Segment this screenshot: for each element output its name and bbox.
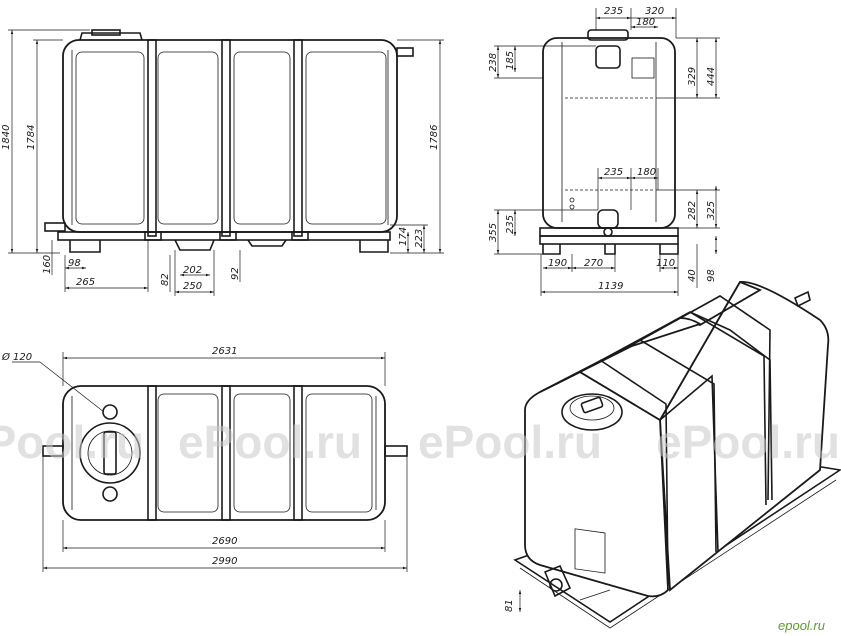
brand-logo: epool.ru (778, 618, 825, 633)
top-lid-circle (79, 422, 141, 484)
dim-82: 82 (160, 273, 171, 286)
side-view (539, 29, 679, 255)
dim-329: 329 (687, 67, 698, 86)
watermarks: ePool.ru ePool.ru ePool.ru ePool.ru (0, 416, 840, 468)
strap-1 (147, 39, 157, 237)
iso-outlet (793, 290, 811, 308)
dim-2990: 2990 (212, 556, 237, 567)
outlet-pipe (396, 47, 414, 57)
dim-270: 270 (584, 258, 603, 269)
side-body (542, 37, 676, 229)
watermark-1: ePool.ru (0, 416, 144, 468)
front-view (44, 29, 414, 253)
dim-2631: 2631 (212, 346, 237, 357)
dim-325: 325 (706, 201, 717, 220)
dim-81: 81 (504, 599, 515, 612)
dim-223: 223 (414, 229, 425, 248)
dim-190: 190 (548, 258, 567, 269)
watermark-4: ePool.ru (656, 416, 840, 468)
dim-202: 202 (183, 265, 202, 276)
iso-lid (561, 393, 623, 431)
drain-valve (44, 222, 66, 232)
tank-lid (79, 32, 143, 41)
top-view-dims: Ø 120 2631 2690 2990 (1, 346, 408, 572)
dim-235-low: 235 (505, 215, 516, 234)
dim-98: 98 (68, 258, 81, 269)
top-strap-2 (221, 385, 231, 521)
top-drain (42, 445, 64, 457)
dim-180-mid: 180 (637, 167, 656, 178)
strap-3 (293, 39, 303, 237)
watermark-2: ePool.ru (178, 416, 362, 468)
side-lid (587, 29, 629, 41)
dim-110: 110 (656, 258, 675, 269)
dim-444: 444 (706, 67, 717, 86)
iso-strap-3 (599, 359, 669, 587)
dim-238: 238 (488, 53, 499, 72)
side-view-dims: 235 320 180 238 185 329 444 235 180 282 … (488, 6, 720, 296)
dim-160: 160 (42, 255, 53, 274)
iso-view: 81 (504, 280, 841, 629)
dim-355: 355 (488, 223, 499, 242)
dim-235-top: 235 (604, 6, 623, 17)
dim-265: 265 (76, 277, 95, 288)
dim-180-top: 180 (636, 17, 655, 28)
iso-front (524, 370, 669, 598)
dim-250: 250 (183, 281, 202, 292)
dim-1786: 1786 (429, 125, 440, 150)
strap-2 (221, 39, 231, 237)
iso-strap-1 (579, 311, 773, 501)
dim-1139: 1139 (598, 281, 623, 292)
dim-1784: 1784 (26, 125, 37, 150)
top-strap-3 (293, 385, 303, 521)
dim-1840: 1840 (1, 125, 12, 150)
lid-cap (91, 29, 121, 36)
dim-92: 92 (230, 267, 241, 280)
brand-text: epool.ru (778, 618, 825, 633)
front-view-dims: 1840 1784 1786 174 223 160 98 265 82 202… (1, 29, 444, 296)
dim-282: 282 (687, 201, 698, 220)
top-outlet (384, 445, 408, 457)
iso-right-side (659, 281, 830, 592)
top-view (42, 385, 408, 521)
dim-174: 174 (398, 227, 409, 246)
dim-2690: 2690 (212, 536, 237, 547)
dim-40: 40 (687, 269, 698, 282)
dim-diameter: Ø 120 (1, 351, 32, 363)
dim-98-side: 98 (706, 269, 717, 282)
watermark-3: ePool.ru (418, 416, 602, 468)
dim-320: 320 (645, 6, 664, 17)
dim-185: 185 (505, 51, 516, 70)
top-strap-1 (147, 385, 157, 521)
dim-235-mid: 235 (604, 167, 623, 178)
